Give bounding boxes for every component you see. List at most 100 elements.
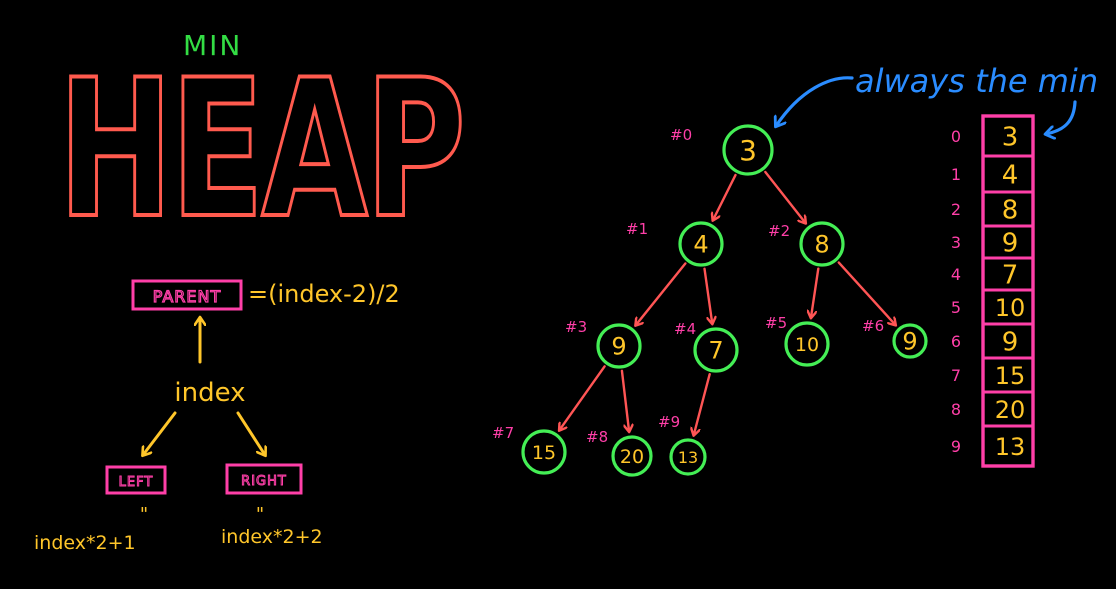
array-index: 0 [951,127,961,146]
array-value: 4 [1002,161,1019,191]
right-equals-mark: " [256,504,264,525]
tree-node-circle [784,321,830,367]
array-value: 9 [1002,229,1019,259]
array-value: 20 [995,396,1026,424]
title-heap: HEAP [58,39,463,260]
right-formula: index*2+2 [221,526,323,548]
title-min: MIN [183,29,242,62]
tree-node-tag: #8 [586,428,608,446]
annotation-arrow-to-array [1046,100,1077,134]
array-value: 13 [995,433,1026,461]
parent-formula: =(index-2)/2 [248,280,400,308]
array-value: 8 [1002,196,1019,226]
tree-node-value: 3 [739,134,757,167]
tree-node-circle [799,221,845,267]
tree-edge-0-2 [764,170,805,223]
array-value: 15 [995,362,1026,390]
tree-node-value: 4 [693,231,708,259]
array-cell-0: 30 [951,123,1018,153]
tree-node-tag: #3 [565,318,587,336]
tree-edge-1-3 [636,262,687,324]
array-cell-8: 20 8 [951,390,1033,424]
tree-node-circle [722,124,774,176]
left-box [105,465,167,495]
tree-node-6: 9 #6 [862,317,928,359]
left-equals-mark: " [140,504,148,525]
tree-node-tag: #7 [492,424,514,442]
index-to-right-arrow [236,411,265,455]
formula-block: PARENT =(index-2)/2 index LEFT RIGHT " "… [34,279,400,554]
array-cell-2: 82 [951,190,1033,226]
tree-node-value: 13 [678,448,698,467]
array-cell-4: 74 [951,256,1033,291]
array-cell-5: 10 5 [951,288,1033,322]
tree-node-value: 10 [795,334,819,356]
tree-node-circle [521,429,567,475]
tree-node-value: 8 [814,231,829,259]
tree-node-1: 4 #1 [626,220,724,267]
annotation-arrow-to-root [776,76,854,126]
array-cell-3: 93 [951,224,1033,259]
tree-node-3: 9 #3 [565,318,642,369]
tree-node-0: 3 #0 [670,124,774,176]
index-to-left-arrow [143,411,177,455]
always-the-min-label: always the min [855,62,1098,100]
tree-node-tag: #2 [768,222,790,240]
tree-edge-2-5 [811,267,820,318]
array-value: 9 [1002,328,1019,358]
array-cell-1: 41 [951,154,1033,191]
array-index: 5 [951,298,961,317]
tree-node-8: 20 #8 [586,428,653,477]
tree-node-circle [669,438,707,476]
parent-label: PARENT [153,287,222,306]
tree-node-tag: #5 [765,314,787,332]
tree-node-tag: #9 [658,413,680,431]
array-value: 3 [1002,123,1019,153]
tree-node-circle [611,435,653,477]
tree-edges [560,170,896,435]
tree-node-4: 7#4 [674,320,739,373]
tree-node-9: 13 #9 [658,413,707,476]
array-cell-7: 15 7 [951,356,1033,390]
tree-node-2: 8 #2 [768,221,845,267]
array-index: 8 [951,400,961,419]
tree-node-tag: #4 [674,320,696,338]
tree-node-5: 10 #5 [765,314,830,367]
array-index: 1 [951,165,961,184]
array-index: 2 [951,200,961,219]
right-label: RIGHT [241,474,287,489]
tree-node-value: 20 [620,446,644,468]
tree-node-tag: #6 [862,317,884,335]
array-cell-9: 13 9 [951,424,1033,461]
tree-node-tag: #1 [626,220,648,238]
tree-node-circle [693,327,739,373]
tree-node-value: 15 [532,442,556,464]
tree-edge-4-9 [694,372,711,435]
tree-edge-1-4 [703,267,713,324]
tree-edge-2-6 [837,261,895,325]
index-label: index [174,378,245,408]
array-index: 3 [951,233,961,252]
tree-edge-0-1 [713,173,737,220]
array-value: 7 [1002,261,1019,291]
tree-node-circle [596,323,642,369]
array-index: 7 [951,366,961,385]
array-value: 10 [995,294,1026,322]
array-cell-6: 96 [951,322,1033,358]
tree-edge-3-7 [560,365,606,430]
array-index: 9 [951,437,961,456]
annotation-block: always the min [776,62,1098,134]
title-block: MIN HEAP [56,29,469,262]
array-index: 6 [951,332,961,351]
left-formula: index*2+1 [34,532,136,554]
tree-node-circle [678,221,724,267]
tree-node-tag: #0 [670,126,692,144]
right-box [225,463,303,495]
tree-node-value: 9 [611,333,626,361]
tree-edge-3-8 [620,369,629,431]
tree-nodes: 3 #0 4 #1 8 #2 9 #3 7#4 10 #5 9 #6 15 #7 20 #8 13 #9 [492,124,928,477]
tree-node-value: 9 [902,328,917,356]
parent-box [131,279,243,311]
